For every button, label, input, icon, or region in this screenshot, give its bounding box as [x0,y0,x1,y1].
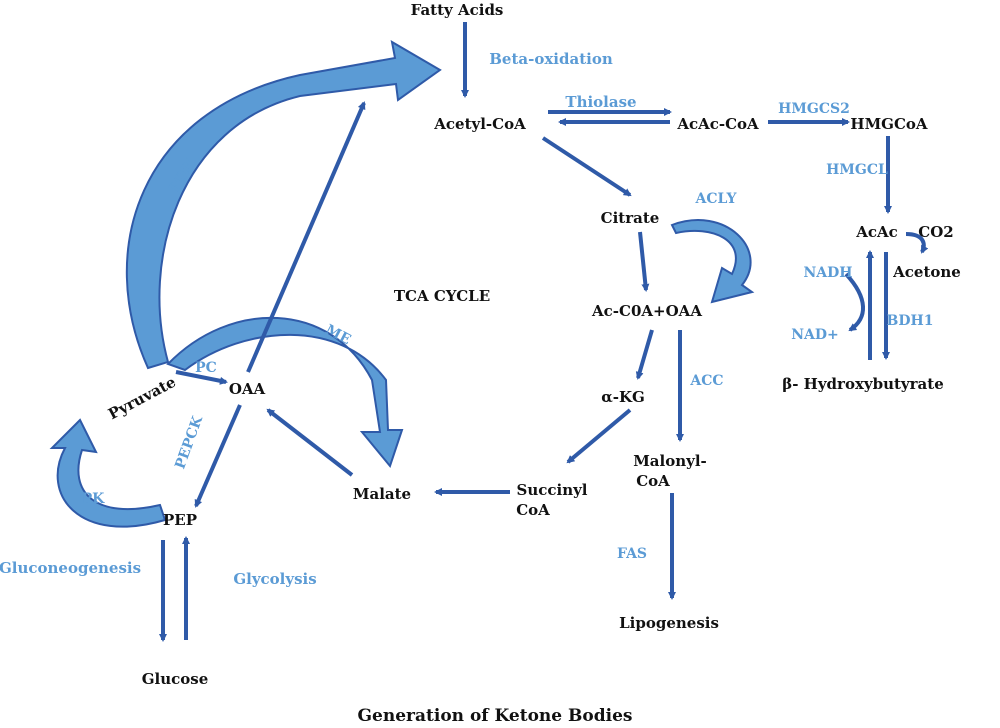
arrow-malate-to-oaa [266,408,354,477]
arrow-nadh-to-nad [844,272,865,332]
label-succinyl-coa: CoA [516,501,550,519]
arrow-acetyl-to-citrate [541,136,632,197]
enzyme-bdh1: BDH1 [887,313,934,329]
label-acac-coa: AcAc-CoA [676,115,759,133]
enzyme-hmgcl: HMGCL [826,162,888,178]
enzyme-nadh: NADH [803,265,852,281]
enzyme-pc: PC [195,360,217,376]
label-oaa: OAA [229,380,266,398]
enzyme-beta-oxidation: Beta-oxidation [489,50,613,68]
enzyme-pk: PK [82,491,106,507]
arrow-pyruvate-to-oaa [175,370,228,385]
label-pyruvate: Pyruvate [105,373,179,424]
process-glycolysis: Glycolysis [233,570,316,588]
label-ac-coa-oaa: Ac-C0A+OAA [591,302,702,320]
label-co2: CO2 [918,223,953,241]
label-a-kg: α-KG [601,388,645,406]
label-lipogenesis: Lipogenesis [619,614,719,632]
arrow-accoa-to-akg [635,329,654,380]
me-band-arrow [166,316,404,469]
enzyme-nad-plus: NAD+ [791,327,839,343]
label-acac: AcAc [855,223,898,241]
label-pep: PEP [163,511,197,529]
label-malonyl-coa: CoA [636,472,670,490]
enzyme-thiolase: Thiolase [565,93,636,111]
label-acetyl-coa: Acetyl-CoA [433,115,526,133]
figure-caption: Generation of Ketone Bodies [358,706,633,726]
enzyme-acc: ACC [689,373,723,389]
acly-band-arrow [670,219,755,304]
pdh-band-arrow [125,40,442,370]
enzyme-fas: FAS [617,546,647,562]
arrow-acac-to-acetone [905,232,929,254]
label-fatty-acids: Fatty Acids [411,1,504,19]
process-gluconeogenesis: Gluconeogenesis [0,559,141,577]
label-hmgcoa: HMGCoA [850,115,928,133]
label-malate: Malate [353,485,411,503]
arrow-akg-to-succinyl [566,408,632,464]
arrow-citrate-to-accoa [638,231,650,292]
enzyme-acly: ACLY [695,191,738,207]
label-malonyl: Malonyl- [633,452,707,470]
label-beta-hydroxybutyrate: β- Hydroxybutyrate [782,375,943,393]
label-glucose: Glucose [142,670,209,688]
arrow-oaa-to-acetyl [246,101,366,373]
enzyme-pepck: PEPCK [172,413,206,471]
enzyme-hmgcs2: HMGCS2 [778,101,850,117]
label-citrate: Citrate [601,209,660,227]
arrow-oaa-to-pep [194,404,242,508]
label-tca-cycle: TCA CYCLE [394,287,490,305]
pk-band-arrow [49,418,167,528]
label-acetone: Acetone [892,263,961,281]
label-succinyl: Succinyl [516,481,587,499]
